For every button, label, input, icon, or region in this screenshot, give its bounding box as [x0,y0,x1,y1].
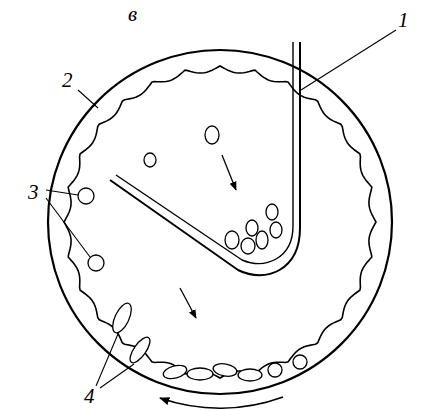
view-letter: в [128,4,137,25]
callout-number: 1 [398,10,409,31]
callout-number: 4 [84,386,95,407]
rotation-arrow [160,397,283,408]
callout-number: 3 [28,182,39,203]
leader-lines [46,30,396,388]
cell-wall [64,66,376,378]
motion-arrow [180,288,196,318]
seeds [78,126,307,381]
motion-arrow [222,155,236,190]
trough-inner [116,42,293,263]
cylinder-outer [48,50,392,394]
callout-number: 2 [62,70,73,91]
trough [110,42,300,275]
